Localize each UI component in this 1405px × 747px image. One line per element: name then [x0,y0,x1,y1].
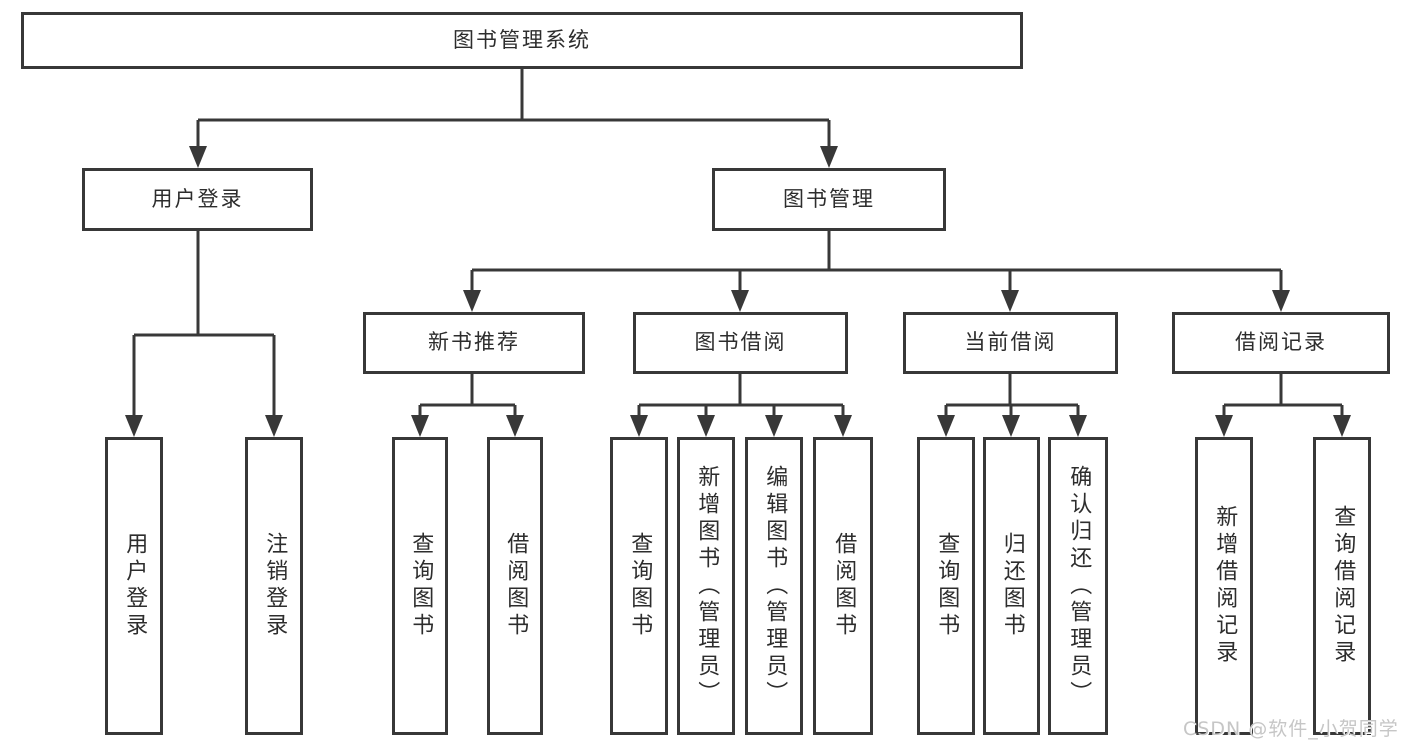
edge-newbookrec-stem [418,374,517,417]
leaf-borrow-book-1: 借阅图书 [487,437,543,735]
arrowhead [697,415,715,437]
leaf-edit-book-admin: 编辑图书（管理员） [745,437,803,735]
leaf-query-book-3: 查询图书 [917,437,975,735]
node-root: 图书管理系统 [21,12,1023,69]
edge-userlogin-stem [132,231,276,417]
arrowhead [765,415,783,437]
edge-currentborrow-stem [944,374,1080,417]
arrowhead [630,415,648,437]
leaf-confirm-return-admin: 确认归还（管理员） [1048,437,1108,735]
leaf-add-borrow-record: 新增借阅记录 [1195,437,1253,735]
leaf-query-book-2: 查询图书 [610,437,668,735]
arrowhead [1272,290,1290,312]
arrowhead [506,415,524,437]
arrowhead [1215,415,1233,437]
node-book-borrow: 图书借阅 [633,312,848,374]
arrowhead [463,290,481,312]
edge-bookborrow-stem [637,374,845,417]
leaf-query-book-1: 查询图书 [392,437,448,735]
leaf-user-login: 用户登录 [105,437,163,735]
leaf-borrow-book-2: 借阅图书 [813,437,873,735]
arrowhead [1001,290,1019,312]
arrowhead [125,415,143,437]
arrowhead [265,415,283,437]
edge-bookmgmt-stem [470,231,1283,292]
arrowhead [731,290,749,312]
leaf-logout: 注销登录 [245,437,303,735]
arrowhead [937,415,955,437]
arrowhead [834,415,852,437]
arrowhead [820,146,838,168]
arrowhead [189,146,207,168]
node-user-login: 用户登录 [82,168,313,231]
node-current-borrow: 当前借阅 [903,312,1118,374]
arrowhead [411,415,429,437]
leaf-return-book: 归还图书 [983,437,1040,735]
node-book-management: 图书管理 [712,168,946,231]
arrowhead [1002,415,1020,437]
csdn-watermark: CSDN @软件_小贺同学 [1183,718,1399,740]
arrowhead [1333,415,1351,437]
node-borrow-record: 借阅记录 [1172,312,1390,374]
leaf-query-borrow-record: 查询借阅记录 [1313,437,1371,735]
leaf-add-book-admin: 新增图书（管理员） [677,437,735,735]
arrowhead [1069,415,1087,437]
edge-root-stem [196,69,831,148]
edge-borrowrecord-stem [1222,374,1344,417]
node-new-book-recommend: 新书推荐 [363,312,585,374]
